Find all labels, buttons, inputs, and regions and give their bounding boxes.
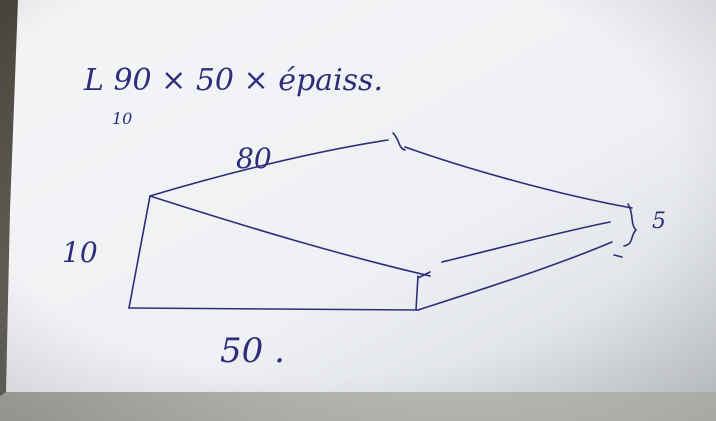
label-bottom-edge: 50 . <box>220 331 285 371</box>
label-top-edge: 80 <box>236 142 272 175</box>
sketch-box-drawing <box>128 132 637 311</box>
small-tick-mark <box>613 254 623 258</box>
far-top-edge-line <box>404 146 633 209</box>
diagonal-line <box>149 195 431 277</box>
top-edge-line <box>149 139 389 197</box>
label-left-edge: 10 <box>62 236 98 269</box>
right-brace-mark <box>623 203 637 247</box>
front-corner-hook <box>417 271 431 279</box>
bottom-edge-line <box>128 307 419 311</box>
top-brace-mark <box>392 132 406 151</box>
label-right-edge: 5 <box>652 209 666 234</box>
lower-right-slant-line <box>417 241 613 311</box>
front-vertical-line <box>415 275 419 311</box>
title-handwritten-text: L 90 × 50 × épaiss. <box>83 63 383 98</box>
left-vertical-line <box>128 195 151 309</box>
upper-right-slant-line <box>441 221 611 263</box>
label-top-small: 10 <box>112 109 132 128</box>
